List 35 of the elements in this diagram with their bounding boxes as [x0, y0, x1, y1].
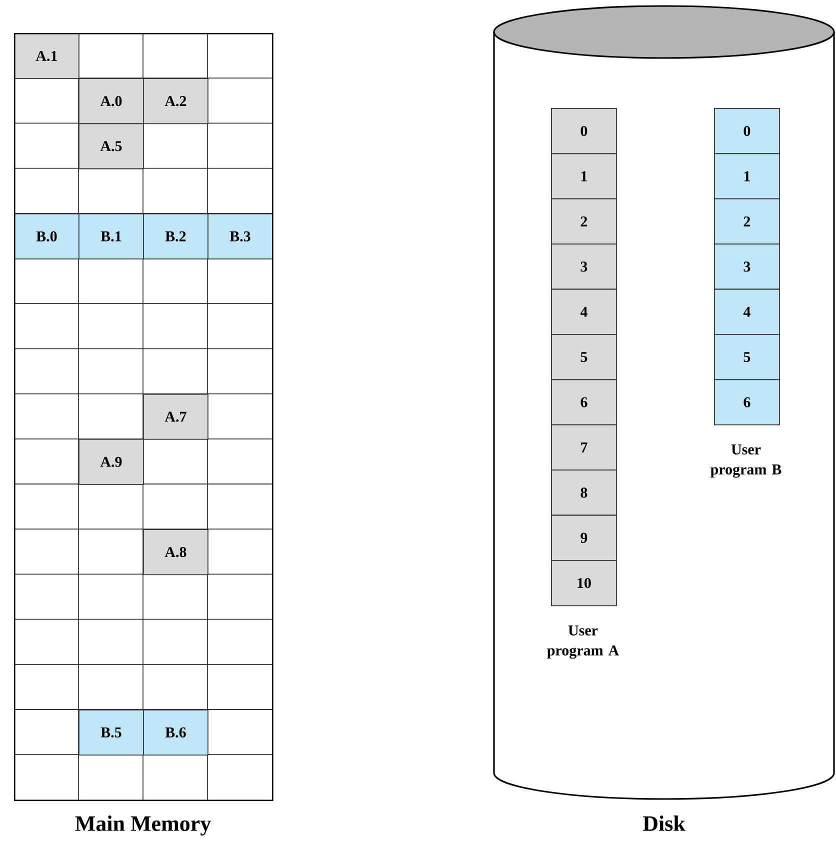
- memory-page: B.6: [143, 710, 208, 756]
- disk-page: 0: [551, 108, 617, 154]
- disk-page: 2: [551, 198, 617, 244]
- disk-page: 6: [714, 379, 780, 426]
- disk-page: 4: [714, 288, 780, 335]
- memory-page: B.1: [78, 213, 144, 260]
- memory-page: B.0: [14, 213, 80, 260]
- disk-page: 0: [714, 108, 780, 154]
- memory-page: A.2: [143, 78, 208, 124]
- disk-page: 1: [551, 153, 617, 200]
- memory-page: A.0: [78, 78, 144, 124]
- disk-page: 6: [551, 379, 617, 426]
- stack-label: User program B: [710, 444, 782, 478]
- disk-page: 10: [551, 560, 617, 606]
- disk-page: 8: [551, 470, 617, 516]
- memory-page: A.5: [78, 123, 144, 170]
- disk-page: 5: [551, 334, 617, 380]
- stack-label: User program A: [547, 626, 619, 659]
- disk-page: 3: [551, 244, 617, 290]
- disk-page: 5: [714, 334, 780, 380]
- node-label: Disk: [643, 816, 686, 832]
- disk-page: 4: [551, 288, 617, 335]
- memory-page: A.9: [78, 438, 144, 485]
- memory-page: B.2: [143, 213, 208, 260]
- memory-page: B.3: [208, 213, 273, 260]
- disk-page: 7: [551, 424, 617, 470]
- memory-page: B.5: [78, 710, 144, 756]
- memory-page: A.7: [143, 394, 208, 440]
- memory-page: A.1: [14, 32, 80, 79]
- disk-page: 2: [714, 198, 780, 244]
- disk-page: 9: [551, 514, 617, 561]
- disk-page: 1: [714, 153, 780, 200]
- node-label: Main Memory: [75, 816, 211, 836]
- disk-page: 3: [714, 244, 780, 290]
- memory-page: A.8: [143, 529, 208, 576]
